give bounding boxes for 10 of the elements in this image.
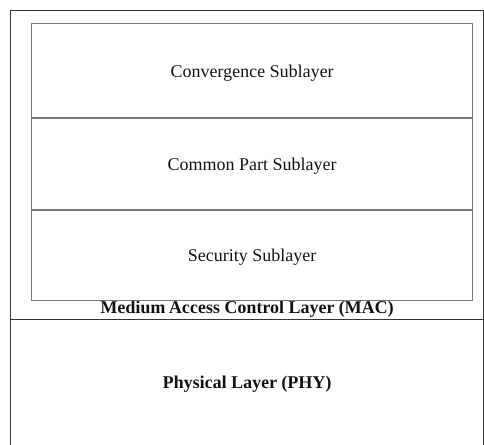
layer-title: Medium Access Control Layer (MAC) [99, 297, 395, 318]
layer-box [10, 10, 484, 320]
sublayer-label: Security Sublayer [188, 244, 316, 266]
sublayer-box [31, 23, 473, 119]
sublayer-label: Convergence Sublayer [170, 60, 334, 82]
layer-box [10, 319, 484, 445]
sublayer-label: Common Part Sublayer [168, 154, 336, 174]
sublayer-box [31, 117, 473, 211]
layer-title: Physical Layer (PHY) [162, 372, 332, 393]
sublayer-box [31, 209, 473, 301]
